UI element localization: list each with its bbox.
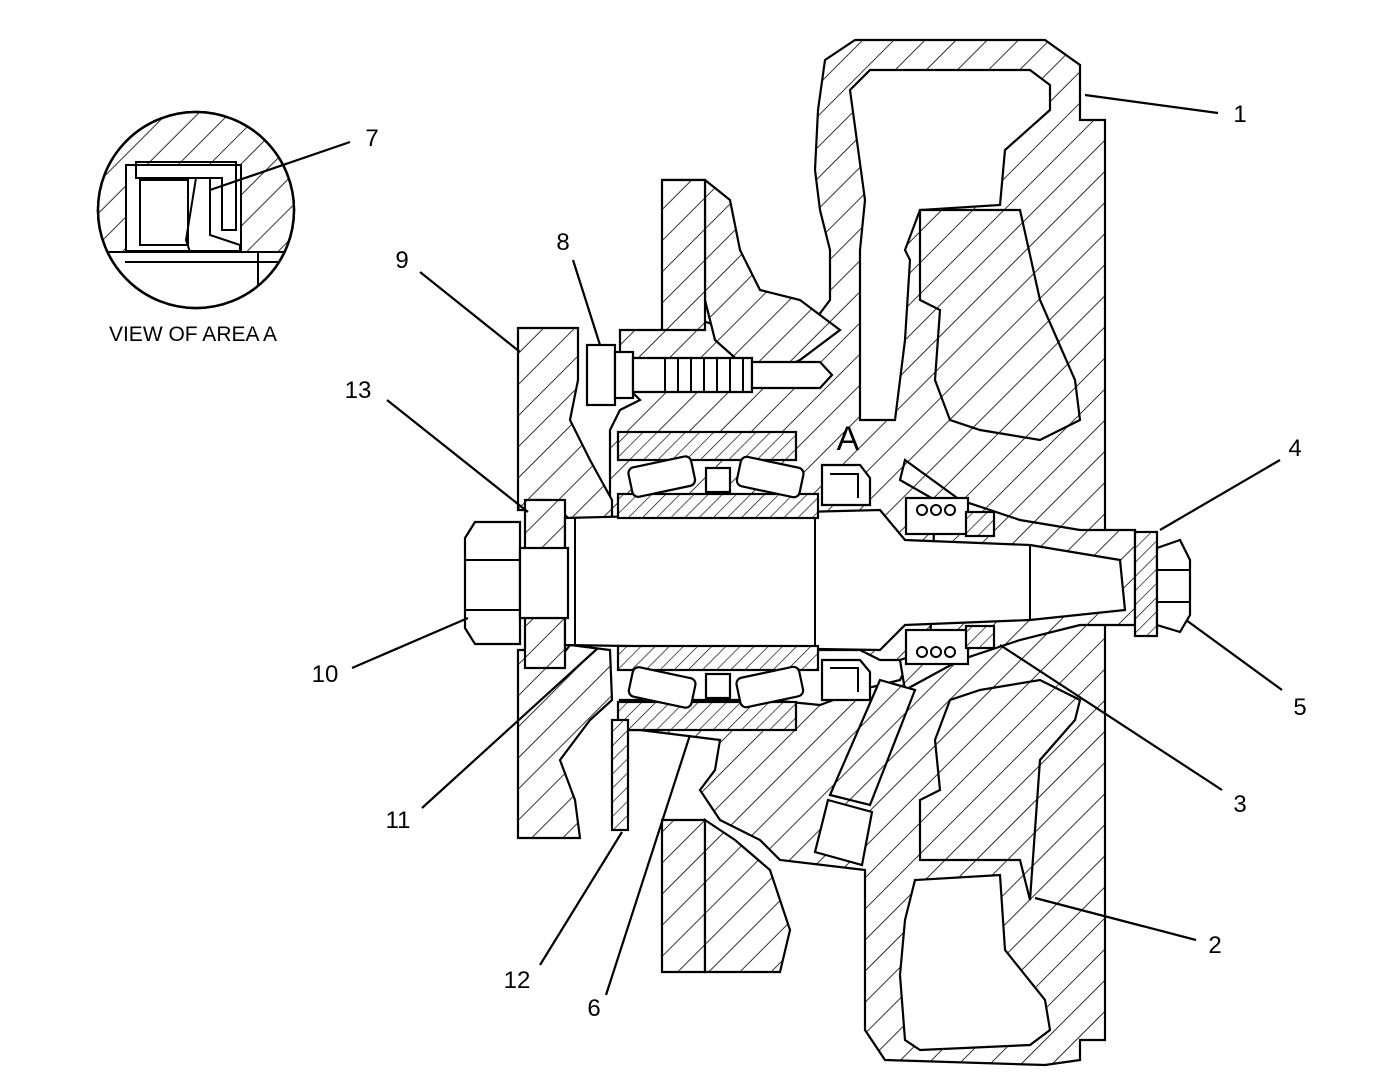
leader-8 [571,259,602,346]
tapered-roller-bearings [616,430,820,732]
callout-2: 2 [1208,932,1221,959]
leader-1 [1084,93,1219,115]
callout-11: 11 [386,807,411,834]
leader-10 [351,616,469,670]
callout-leaders [209,93,1283,996]
callout-12: 12 [504,967,531,994]
callout-3: 3 [1233,791,1246,818]
housing-mount-flange [660,178,842,974]
water-seal-assembly [904,496,996,666]
callout-8: 8 [556,229,569,256]
leader-4 [1159,459,1281,531]
spacer-plate [610,718,630,832]
leader-11 [421,647,599,809]
callout-1: 1 [1233,101,1246,128]
oil-seal [820,463,872,702]
leader-5 [1185,619,1283,691]
leader-9 [419,271,521,353]
callout-13: 13 [345,377,372,404]
callout-7: 7 [365,125,378,152]
leader-12 [539,831,623,966]
leader-3 [999,644,1223,791]
detail-view-area-a [96,110,296,310]
area-a-marker: A [837,420,860,458]
weep-hole-tube [813,678,917,867]
mounting-bolt [585,343,834,407]
shaft-nut [463,520,570,646]
drive-hub [516,326,614,840]
detail-caption: VIEW OF AREA A [109,323,277,346]
leader-7 [209,140,351,192]
callout-9: 9 [395,247,408,274]
leader-6 [604,734,692,996]
leader-13 [386,399,529,513]
callout-6: 6 [587,995,600,1022]
callout-10: 10 [312,661,339,688]
leader-2 [1034,896,1197,942]
callout-5: 5 [1293,694,1306,721]
impeller-nut [1133,530,1192,638]
callout-numbers: 1 2 3 4 5 6 7 8 9 10 11 12 13 A VIEW OF … [109,101,1307,1022]
callout-4: 4 [1288,435,1301,462]
